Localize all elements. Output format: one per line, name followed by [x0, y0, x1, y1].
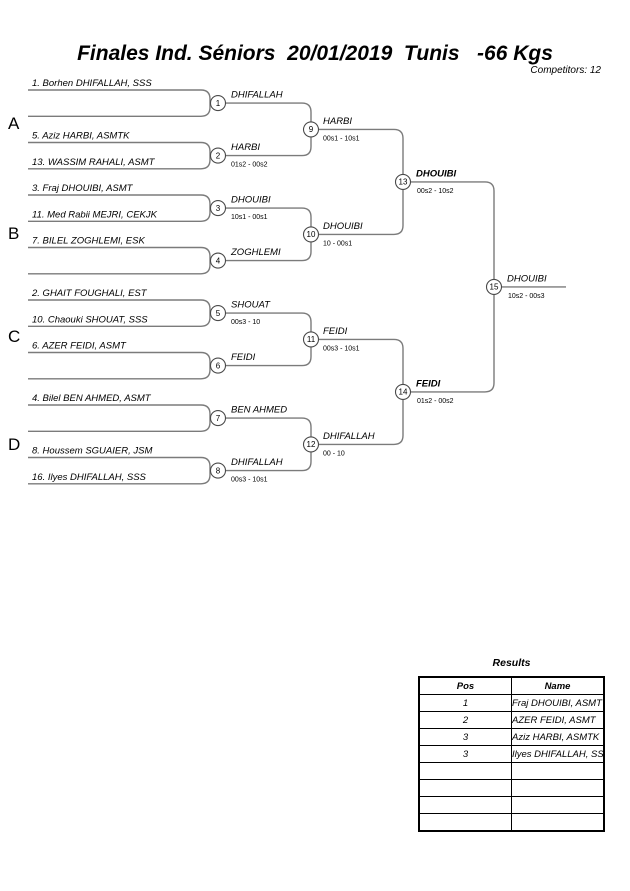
- table-row: [418, 779, 605, 797]
- match-score: 00s2 - 10s2: [417, 188, 454, 195]
- result-pos: 2: [418, 711, 512, 729]
- result-pos: [418, 813, 512, 832]
- player-name: 3. Fraj DHOUIBI, ASMT: [32, 183, 134, 194]
- match-number: 10: [307, 230, 316, 239]
- bracket-diagram: A B C D 1. Borhen DHIFALLAH, SSS 5. Aziz…: [8, 78, 566, 485]
- result-pos: 1: [418, 694, 512, 712]
- group-label-c: C: [8, 327, 20, 346]
- table-row: [418, 813, 605, 832]
- match-number: 3: [216, 204, 221, 213]
- table-row: 2 AZER FEIDI, ASMT: [418, 711, 605, 729]
- match-number: 11: [307, 335, 316, 344]
- competitors-count: Competitors: 12: [530, 65, 601, 76]
- table-row: 3 Ilyes DHIFALLAH, SSS: [418, 745, 605, 763]
- player-name: 16. Ilyes DHIFALLAH, SSS: [32, 472, 147, 483]
- match-score: 10s2 - 00s3: [508, 293, 545, 300]
- group-label-a: A: [8, 114, 20, 133]
- match-winner: DHOUIBI: [231, 195, 271, 206]
- player-name: 1. Borhen DHIFALLAH, SSS: [32, 78, 152, 89]
- player-name: 6. AZER FEIDI, ASMT: [32, 341, 127, 352]
- table-row: [418, 762, 605, 780]
- player-name: 2. GHAIT FOUGHALI, EST: [31, 288, 148, 299]
- match-score: 00s3 - 10: [231, 319, 260, 326]
- match-number: 6: [216, 361, 221, 370]
- match-winner: DHOUIBI: [416, 168, 456, 179]
- group-label-d: D: [8, 435, 20, 454]
- match-score: 01s2 - 00s2: [231, 162, 268, 169]
- match-winner: ZOGHLEMI: [230, 247, 281, 258]
- result-name: Fraj DHOUIBI, ASMT: [511, 694, 605, 712]
- match-winner: SHOUAT: [231, 300, 271, 311]
- match-score: 01s2 - 00s2: [417, 398, 454, 405]
- match-number: 4: [216, 256, 221, 265]
- match-number: 13: [399, 178, 408, 187]
- results-table: Pos Name 1 Fraj DHOUIBI, ASMT 2 AZER FEI…: [418, 676, 605, 832]
- table-row: 1 Fraj DHOUIBI, ASMT: [418, 694, 605, 712]
- match-number: 1: [216, 99, 221, 108]
- player-name: 4. Bilel BEN AHMED, ASMT: [32, 393, 152, 404]
- result-pos: 3: [418, 745, 512, 763]
- result-name: Aziz HARBI, ASMTK: [511, 728, 605, 746]
- result-pos: [418, 779, 512, 797]
- match-winner: HARBI: [323, 116, 352, 127]
- match-winner: HARBI: [231, 142, 260, 153]
- player-name: 13. WASSIM RAHALI, ASMT: [32, 157, 156, 168]
- match-score: 00s1 - 10s1: [323, 135, 360, 142]
- match-score: 00 - 10: [323, 450, 345, 457]
- match-winner: FEIDI: [323, 326, 348, 337]
- player-name: 11. Med Rabii MEJRI, CEKJK: [32, 209, 158, 220]
- result-name: [511, 813, 605, 832]
- results-col-name: Name: [511, 676, 605, 695]
- results-col-pos: Pos: [418, 676, 512, 695]
- table-row: 3 Aziz HARBI, ASMTK: [418, 728, 605, 746]
- result-name: [511, 796, 605, 814]
- match-winner: DHOUIBI: [507, 273, 547, 284]
- match-number: 5: [216, 309, 221, 318]
- match-circles: 1 2 3 4 5 6 7 8 9 10 11 12 13 14 15: [209, 95, 503, 479]
- match-score: 10 - 00s1: [323, 240, 352, 247]
- result-name: [511, 779, 605, 797]
- table-row: [418, 796, 605, 814]
- match-winner: DHOUIBI: [323, 221, 363, 232]
- match-score: 00s3 - 10s1: [323, 345, 360, 352]
- match-number: 12: [307, 440, 316, 449]
- match-winner: FEIDI: [416, 378, 441, 389]
- page-title: Finales Ind. Séniors 20/01/2019 Tunis -6…: [77, 42, 553, 65]
- match-number: 8: [216, 466, 221, 475]
- match-winner: FEIDI: [231, 352, 256, 363]
- match-winner: BEN AHMED: [231, 405, 287, 416]
- result-name: AZER FEIDI, ASMT: [511, 711, 605, 729]
- result-pos: [418, 762, 512, 780]
- group-label-b: B: [8, 224, 19, 243]
- match-number: 2: [216, 151, 221, 160]
- player-name: 8. Houssem SGUAIER, JSM: [32, 446, 152, 457]
- result-name: [511, 762, 605, 780]
- player-name: 10. Chaouki SHOUAT, SSS: [32, 314, 148, 325]
- bracket-lines: [28, 89, 566, 485]
- match-score: 00s3 - 10s1: [231, 477, 268, 484]
- results-title: Results: [492, 657, 531, 669]
- match-score: 10s1 - 00s1: [231, 214, 268, 221]
- match-winner: DHIFALLAH: [231, 457, 283, 468]
- result-pos: [418, 796, 512, 814]
- result-pos: 3: [418, 728, 512, 746]
- match-winner: DHIFALLAH: [323, 431, 375, 442]
- player-name: 5. Aziz HARBI, ASMTK: [32, 131, 130, 142]
- match-number: 15: [490, 283, 499, 292]
- player-name: 7. BILEL ZOGHLEMI, ESK: [32, 236, 145, 247]
- match-number: 14: [399, 388, 408, 397]
- match-winner: DHIFALLAH: [231, 90, 283, 101]
- match-number: 9: [309, 125, 314, 134]
- results-header-row: Pos Name: [418, 676, 605, 695]
- match-number: 7: [216, 414, 221, 423]
- result-name: Ilyes DHIFALLAH, SSS: [511, 745, 605, 763]
